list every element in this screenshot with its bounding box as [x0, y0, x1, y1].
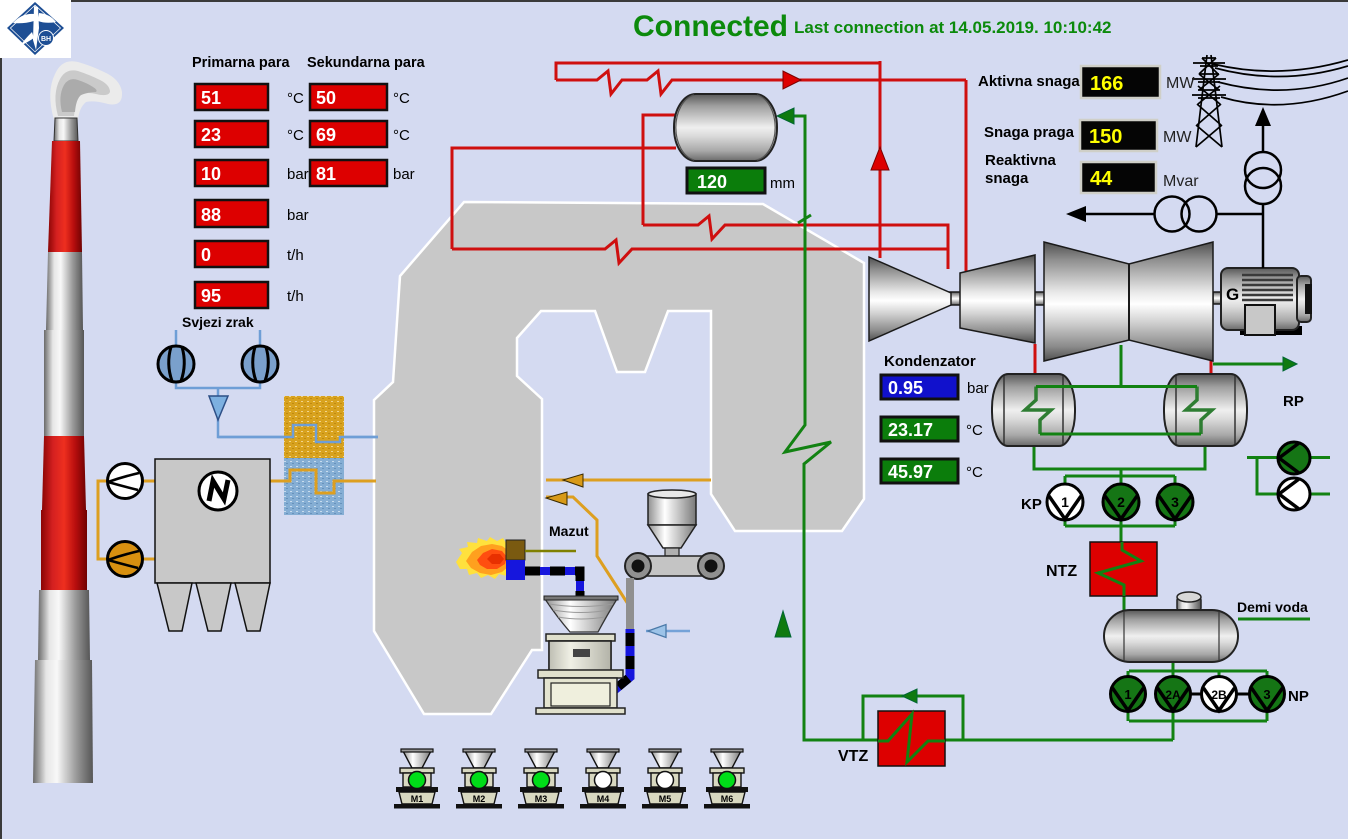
svg-text:81: 81: [316, 164, 336, 184]
svg-text:69: 69: [316, 125, 336, 145]
svg-text:M1: M1: [411, 794, 424, 804]
svg-text:Snaga praga: Snaga praga: [984, 124, 1075, 141]
svg-text:0.95: 0.95: [888, 378, 923, 398]
svg-text:°C: °C: [966, 464, 983, 481]
svg-text:RP: RP: [1283, 393, 1304, 410]
svg-text:Mazut: Mazut: [549, 523, 589, 539]
svg-text:Reaktivna: Reaktivna: [985, 152, 1057, 169]
svg-text:95: 95: [201, 286, 221, 306]
svg-text:50: 50: [316, 88, 336, 108]
svg-text:MW: MW: [1163, 129, 1192, 146]
svg-text:bar: bar: [287, 207, 309, 224]
svg-text:snaga: snaga: [985, 170, 1029, 187]
svg-text:45.97: 45.97: [888, 462, 933, 482]
svg-text:M4: M4: [597, 794, 610, 804]
svg-text:51: 51: [201, 88, 221, 108]
svg-text:Svjezi zrak: Svjezi zrak: [182, 314, 254, 330]
svg-text:M5: M5: [659, 794, 672, 804]
svg-text:t/h: t/h: [287, 247, 304, 264]
svg-text:G: G: [1226, 285, 1239, 304]
svg-text:°C: °C: [287, 90, 304, 107]
svg-text:Mvar: Mvar: [1163, 173, 1199, 190]
svg-text:bar: bar: [967, 380, 989, 397]
svg-text:3: 3: [1263, 687, 1270, 702]
svg-text:2A: 2A: [1165, 688, 1181, 702]
svg-text:1: 1: [1124, 687, 1131, 702]
svg-text:10: 10: [201, 164, 221, 184]
svg-text:120: 120: [697, 172, 727, 192]
svg-text:NP: NP: [1288, 688, 1309, 705]
svg-text:Last connection at 14.05.2019.: Last connection at 14.05.2019. 10:10:42: [794, 18, 1112, 37]
svg-text:VTZ: VTZ: [838, 748, 868, 765]
svg-text:2: 2: [1117, 494, 1125, 510]
svg-text:°C: °C: [393, 127, 410, 144]
svg-text:°C: °C: [393, 90, 410, 107]
svg-text:bar: bar: [287, 166, 309, 183]
svg-text:88: 88: [201, 205, 221, 225]
svg-text:M6: M6: [721, 794, 734, 804]
svg-text:mm: mm: [770, 175, 795, 192]
svg-text:bar: bar: [393, 166, 415, 183]
svg-text:°C: °C: [287, 127, 304, 144]
svg-text:23.17: 23.17: [888, 420, 933, 440]
svg-text:Sekundarna para: Sekundarna para: [307, 55, 426, 71]
svg-text:44: 44: [1090, 168, 1113, 190]
svg-text:t/h: t/h: [287, 288, 304, 305]
svg-text:NTZ: NTZ: [1046, 563, 1077, 580]
svg-text:M2: M2: [473, 794, 486, 804]
svg-text:Demi voda: Demi voda: [1237, 599, 1308, 615]
svg-text:166: 166: [1090, 73, 1123, 95]
svg-text:°C: °C: [966, 422, 983, 439]
svg-text:23: 23: [201, 125, 221, 145]
svg-text:Kondenzator: Kondenzator: [884, 353, 976, 370]
svg-text:Primarna para: Primarna para: [192, 55, 290, 71]
svg-text:Connected: Connected: [633, 10, 788, 43]
svg-text:M3: M3: [535, 794, 548, 804]
svg-text:150: 150: [1089, 126, 1122, 148]
svg-text:KP: KP: [1021, 496, 1042, 513]
svg-text:Aktivna snaga: Aktivna snaga: [978, 73, 1080, 90]
svg-text:1: 1: [1061, 494, 1069, 510]
svg-text:2B: 2B: [1211, 688, 1227, 702]
svg-text:3: 3: [1171, 494, 1179, 510]
svg-text:BH: BH: [41, 36, 51, 43]
svg-text:0: 0: [201, 245, 211, 265]
svg-text:MW: MW: [1166, 75, 1195, 92]
